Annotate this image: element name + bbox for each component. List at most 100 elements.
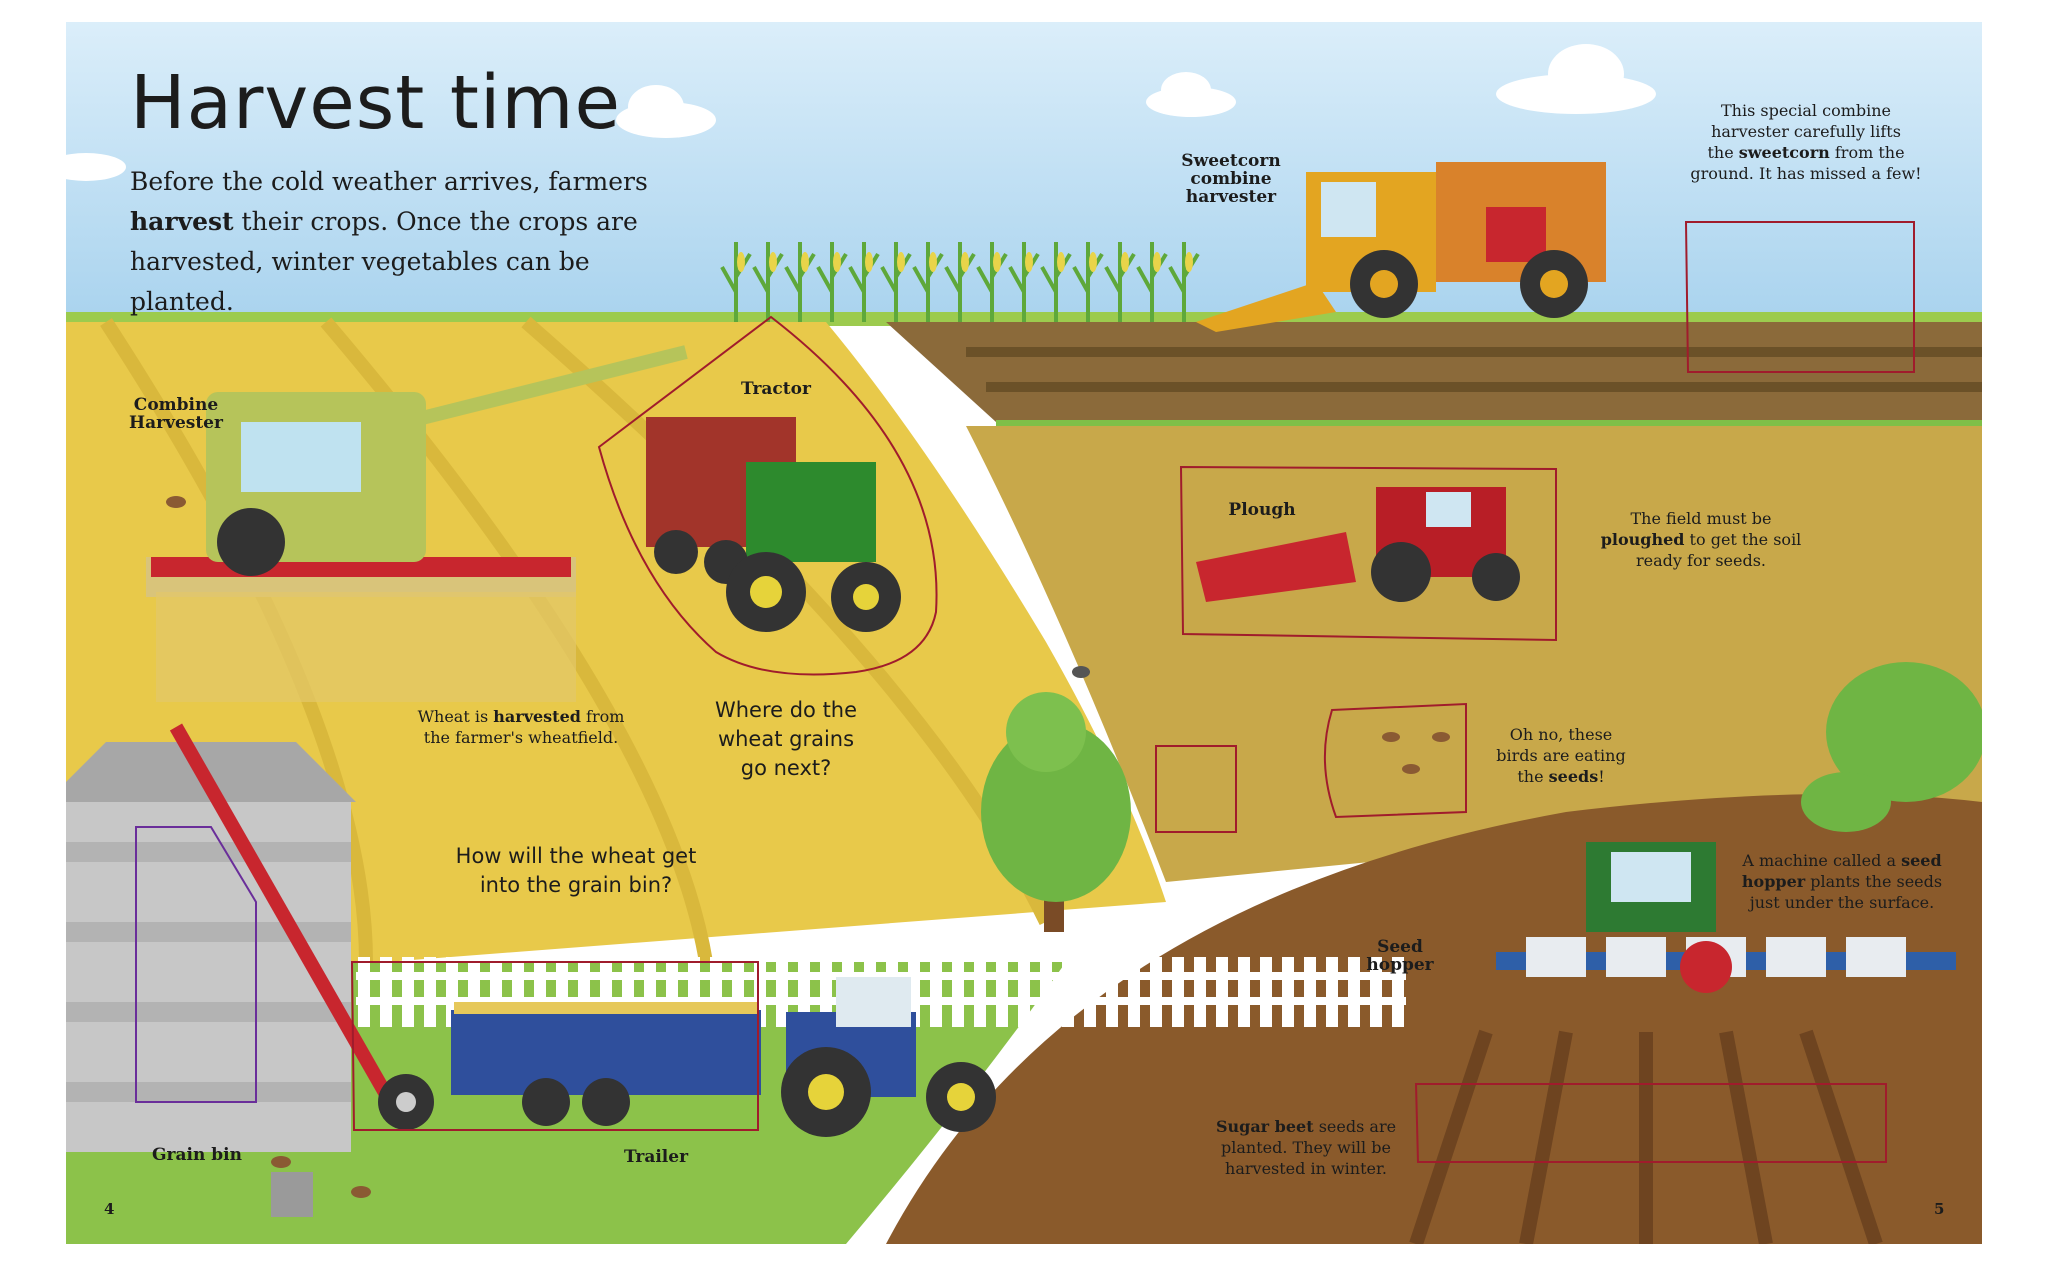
fence-post — [1238, 957, 1250, 1027]
fence-post — [1260, 957, 1272, 1027]
label-grain-bin: Grain bin — [152, 1145, 242, 1165]
fence-post — [930, 957, 942, 1027]
grain-bin-sticker-outline — [135, 826, 257, 1103]
fence-post — [1128, 957, 1140, 1027]
label-seed-hopper: Seed hopper — [1360, 938, 1440, 974]
corn-cob — [1057, 252, 1065, 272]
sticker-outlines — [350, 221, 1915, 1163]
intro-line: harvested, winter vegetables can be plan… — [130, 247, 590, 316]
tractor-trailer-illustration — [646, 417, 901, 632]
caption-sugar-beet: Sugar beet seeds are planted. They will … — [1196, 1116, 1416, 1179]
caption-line: ready for seeds. — [1636, 551, 1766, 570]
combine-harvester-illustration — [146, 345, 688, 702]
fence-post — [974, 957, 986, 1027]
fence-post — [1062, 957, 1074, 1027]
caption-line: The field must be — [1630, 509, 1772, 528]
corn-cob — [801, 252, 809, 272]
caption-text: A machine called a — [1742, 851, 1902, 870]
fence-post — [424, 957, 436, 1027]
caption-keyword: ploughed — [1600, 530, 1685, 549]
fence-post — [1282, 957, 1294, 1027]
bird-icons — [166, 496, 1450, 1198]
intro-line: Before the cold weather arrives, farmers — [130, 167, 648, 196]
blue-tractor-trailer-illustration — [451, 977, 996, 1137]
caption-line: birds are eating — [1496, 746, 1626, 765]
corn-cob — [769, 252, 777, 272]
page-number-right: 5 — [1934, 1200, 1945, 1218]
corn-cob — [961, 252, 969, 272]
bucket — [271, 1172, 313, 1217]
bush — [1801, 772, 1891, 832]
caption-keyword: seeds — [1548, 767, 1599, 786]
fence-post — [996, 957, 1008, 1027]
caption-text: seeds are — [1313, 1117, 1397, 1136]
caption-plough: The field must be ploughed to get the so… — [1586, 508, 1816, 571]
caption-line: harvester carefully lifts — [1711, 122, 1901, 141]
corn-cob — [737, 252, 745, 272]
plough-illustration — [1196, 487, 1520, 602]
caption-line: hopper plants the seeds — [1732, 871, 1952, 892]
fence-post — [1150, 957, 1162, 1027]
caption-text: from the — [1829, 143, 1905, 162]
caption-birds: Oh no, these birds are eating the seeds! — [1476, 724, 1646, 787]
corn-cob — [1121, 252, 1129, 272]
question-line: into the grain bin? — [479, 873, 673, 897]
label-line: Seed — [1377, 937, 1423, 957]
label-tractor: Tractor — [741, 379, 811, 399]
label-line: combine — [1190, 169, 1272, 189]
farm-scene — [66, 22, 1982, 1244]
corn-cob — [1089, 252, 1097, 272]
question-line: wheat grains — [717, 727, 855, 751]
caption-line: planted. They will be — [1221, 1138, 1391, 1157]
auger — [169, 723, 403, 1116]
label-sweetcorn-harvester: Sweetcorn combine harvester — [1156, 152, 1306, 206]
question-line: How will the wheat get — [455, 844, 697, 868]
fence-post — [1304, 957, 1316, 1027]
label-combine-harvester: Combine Harvester — [116, 396, 236, 432]
corn-cob — [993, 252, 1001, 272]
fence-post — [798, 957, 810, 1027]
question-line: Where do the — [714, 698, 858, 722]
caption-line: Oh no, these — [1509, 725, 1613, 744]
fence-post — [402, 957, 414, 1027]
fence-post — [1018, 957, 1030, 1027]
fence-post — [1172, 957, 1184, 1027]
question-wheat-grains: Where do the wheat grains go next? — [696, 696, 876, 783]
caption-line: the farmer's wheatfield. — [423, 728, 619, 747]
caption-seed-hopper: A machine called a seed hopper plants th… — [1732, 850, 1952, 913]
ploughed-field — [966, 426, 1982, 882]
fence-post — [1326, 957, 1338, 1027]
label-line: Sweetcorn — [1181, 151, 1281, 171]
label-line: Harvester — [129, 413, 223, 433]
caption-line: harvested in winter. — [1225, 1159, 1387, 1178]
label-line: harvester — [1185, 187, 1277, 207]
label-plough: Plough — [1228, 500, 1296, 520]
caption-keyword: Sugar beet — [1215, 1117, 1314, 1136]
caption-keyword: hopper — [1741, 872, 1806, 891]
seed-hopper-illustration — [1496, 842, 1956, 993]
caption-line: ground. It has missed a few! — [1690, 164, 1922, 183]
page-number-left: 4 — [104, 1200, 115, 1218]
caption-wheat: Wheat is harvested from the farmer's whe… — [396, 706, 646, 748]
fence-post — [1084, 957, 1096, 1027]
caption-line: the seeds! — [1476, 766, 1646, 787]
label-trailer: Trailer — [623, 1147, 689, 1167]
bush — [1826, 662, 1982, 802]
sweetcorn-plants — [720, 242, 1200, 322]
page-title: Harvest time — [130, 60, 622, 146]
question-line: go next? — [740, 756, 832, 780]
caption-line: Wheat is harvested from — [396, 706, 646, 727]
corn-cob — [1153, 252, 1161, 272]
fence-post — [1194, 957, 1206, 1027]
caption-line: A machine called a seed — [1732, 850, 1952, 871]
label-line: hopper — [1366, 955, 1434, 975]
fence-post — [820, 957, 832, 1027]
caption-line: Sugar beet seeds are — [1196, 1116, 1416, 1137]
cloud — [66, 44, 1656, 181]
fence-post — [1392, 957, 1404, 1027]
question-grain-bin: How will the wheat get into the grain bi… — [426, 842, 726, 900]
fence-post — [358, 957, 370, 1027]
intro-line: harvest their crops. Once the crops are — [130, 202, 690, 242]
fence-post — [380, 957, 392, 1027]
caption-keyword: sweetcorn — [1738, 143, 1830, 162]
